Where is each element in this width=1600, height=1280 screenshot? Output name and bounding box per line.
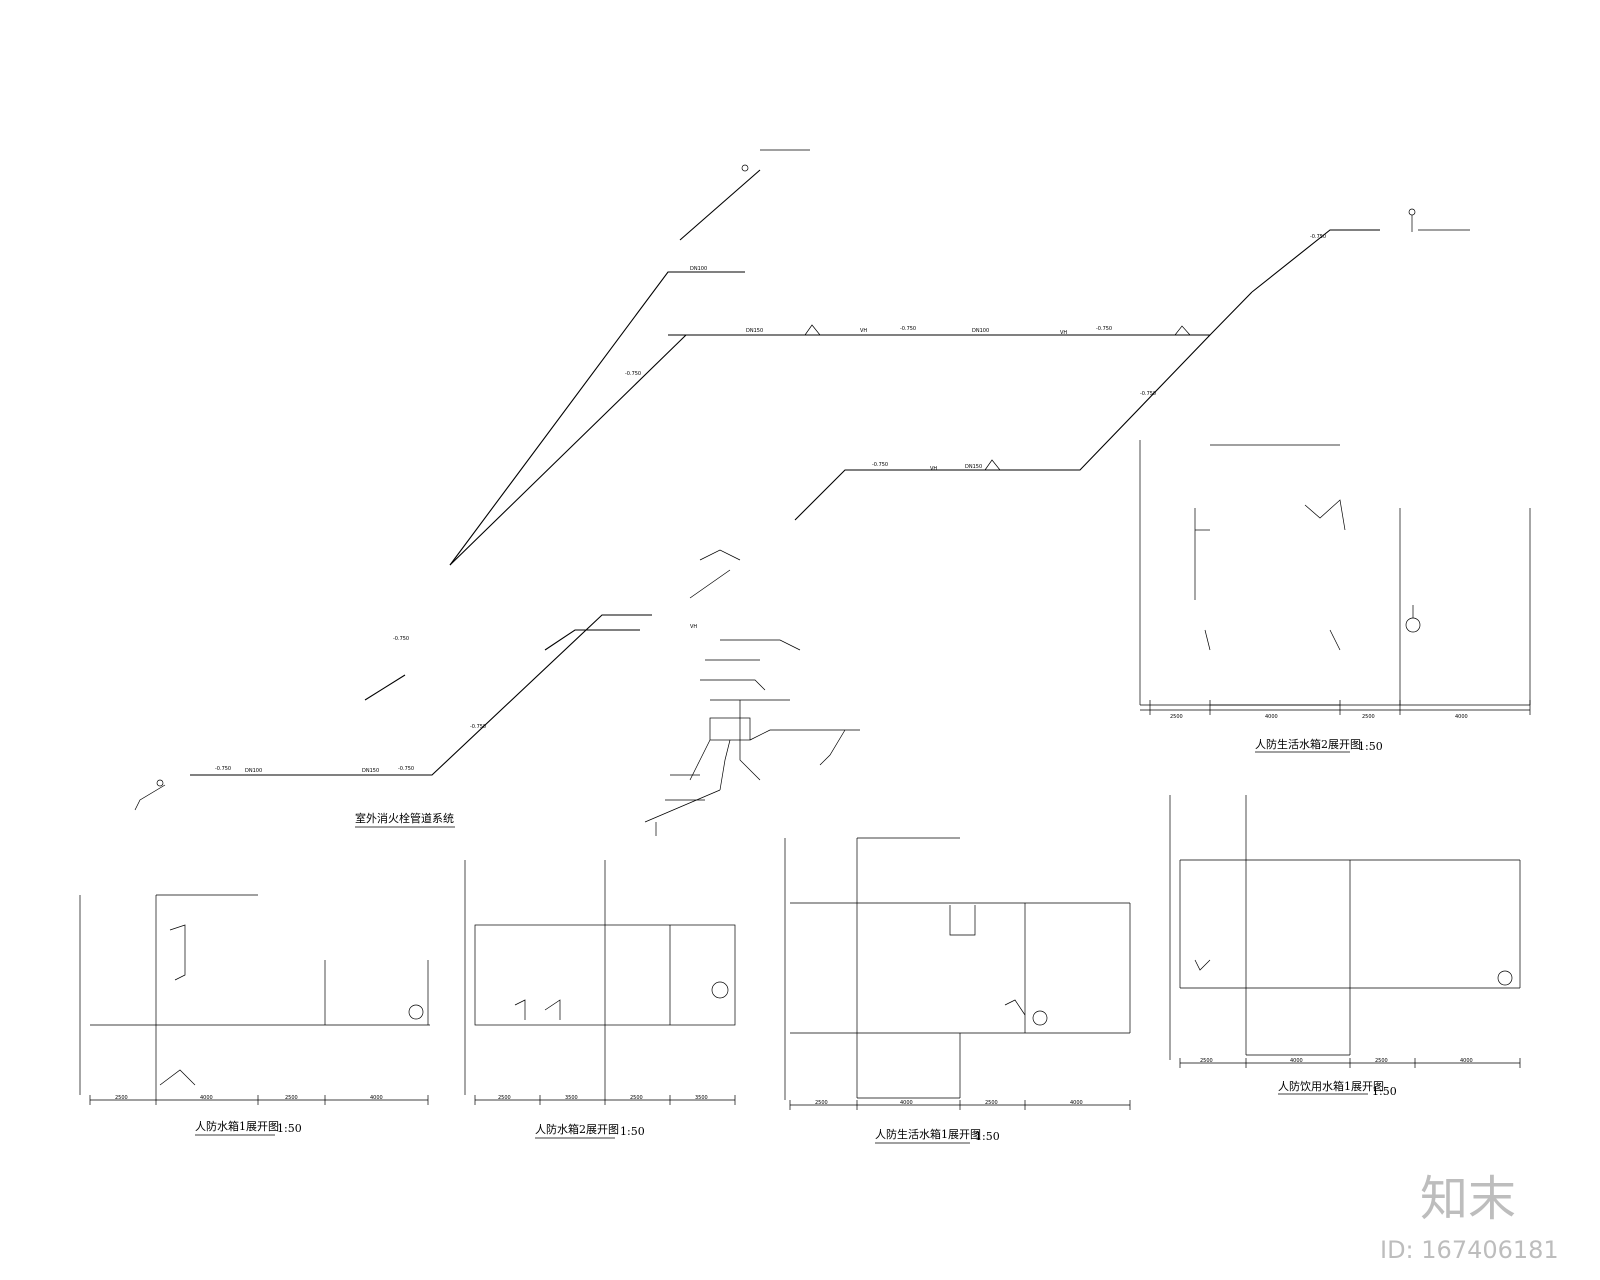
dimension-label: 3500: [565, 1095, 578, 1101]
tank-life1-title: 人防生活水箱1展开图: [875, 1127, 981, 1141]
scale-label: 1:50: [620, 1125, 645, 1138]
pipe-size-label: DN150: [362, 768, 379, 774]
dimension-label: 4000: [900, 1100, 913, 1106]
hydrant-piping-system: -0.750 DN100 DN150 -0.750 -0.750 DN150 D…: [134, 149, 1470, 836]
dimension-label: 4000: [1455, 714, 1468, 720]
elevation-label: -0.750: [872, 462, 888, 468]
dimension-label: 4000: [1070, 1100, 1083, 1106]
dimension-label: 2500: [1170, 714, 1183, 720]
tank2-title: 人防水箱2展开图: [535, 1122, 619, 1136]
pipe-size-label: DN100: [690, 266, 707, 272]
dimension-label: 4000: [1290, 1058, 1303, 1064]
elevation-label: -0.750: [398, 766, 414, 772]
pipe-size-label: DN100: [245, 768, 262, 774]
scale-label: 1:50: [975, 1130, 1000, 1143]
dimension-label: 2500: [815, 1100, 828, 1106]
dimension-label: 4000: [1460, 1058, 1473, 1064]
elevation-label: -0.750: [470, 724, 486, 730]
scale-label: 1:50: [277, 1122, 302, 1135]
elevation-label: -0.750: [215, 766, 231, 772]
tank-life2-elevation: 2500 4000 2500 4000 人防生活水箱2展开图 1:50: [1139, 440, 1531, 753]
dimension-label: 2500: [630, 1095, 643, 1101]
system-annotations: -0.750 DN100 DN150 -0.750 -0.750 DN150 D…: [215, 234, 1326, 774]
dimension-label: 4000: [200, 1095, 213, 1101]
tank-life1-elevation: 2500 4000 2500 4000 人防生活水箱1展开图 1:50: [784, 837, 1131, 1144]
tank-drink1-elevation: 2500 4000 2500 4000 人防饮用水箱1展开图 1:50: [1169, 795, 1521, 1098]
tank1-title: 人防水箱1展开图: [195, 1119, 279, 1133]
pipe-size-label: DN150: [746, 328, 763, 334]
pipe-size-label: DN100: [972, 328, 989, 334]
dimension-label: 2500: [985, 1100, 998, 1106]
system-title: 室外消火栓管道系统: [355, 811, 454, 825]
dimension-label: 2500: [1200, 1058, 1213, 1064]
elevation-label: -0.750: [1096, 326, 1112, 332]
watermark-logo: 知末: [1420, 1171, 1516, 1227]
dimension-label: 2500: [498, 1095, 511, 1101]
dimension-label: 2500: [1362, 714, 1375, 720]
watermark: 知末 ID: 167406181: [1380, 1171, 1559, 1264]
tank2-elevation: 2500 3500 2500 3500 人防水箱2展开图 1:50: [464, 860, 736, 1139]
pipe-size-label: DN150: [965, 464, 982, 470]
dimension-label: 2500: [1375, 1058, 1388, 1064]
tank-life2-title: 人防生活水箱2展开图: [1255, 737, 1361, 751]
dimension-label: 3500: [695, 1095, 708, 1101]
elevation-label: -0.750: [1140, 391, 1156, 397]
tank1-elevation: 2500 4000 2500 4000 人防水箱1展开图 1:50: [79, 894, 430, 1136]
pump-cluster: [644, 549, 860, 836]
scale-label: 1:50: [1372, 1085, 1397, 1098]
pipe-label: VH: [690, 624, 697, 630]
dimension-label: 2500: [285, 1095, 298, 1101]
dimension-label: 4000: [1265, 714, 1278, 720]
pipe-label: VH: [1060, 330, 1067, 336]
elevation-label: -0.750: [625, 371, 641, 377]
watermark-id: ID: 167406181: [1380, 1236, 1559, 1264]
pipe-label: VH: [860, 328, 867, 334]
elevation-label: -0.750: [393, 636, 409, 642]
dimension-label: 2500: [115, 1095, 128, 1101]
elevation-label: -0.750: [1310, 234, 1326, 240]
pipe-label: VH: [930, 466, 937, 472]
elevation-label: -0.750: [900, 326, 916, 332]
scale-label: 1:50: [1358, 740, 1383, 753]
dimension-label: 4000: [370, 1095, 383, 1101]
tank-drink1-title: 人防饮用水箱1展开图: [1278, 1079, 1384, 1093]
